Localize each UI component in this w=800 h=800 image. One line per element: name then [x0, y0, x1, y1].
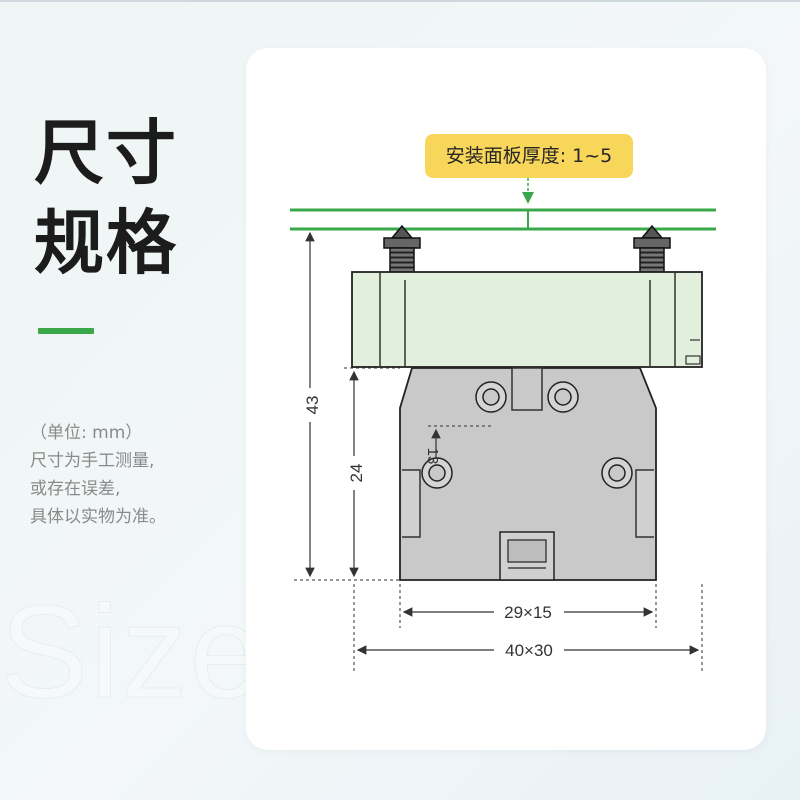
dim-label-24: 24	[347, 464, 366, 483]
disclaimer-line-1: 尺寸为手工测量,	[30, 451, 155, 471]
unit-note: （单位: mm）	[30, 423, 143, 443]
size-watermark: Size	[0, 578, 265, 725]
page-title-line-2: 规格	[34, 202, 178, 284]
dim-label-43: 43	[303, 396, 322, 415]
extension-lines	[294, 367, 703, 672]
page-title-line-1: 尺寸	[34, 112, 178, 194]
dim-label-13: 13	[424, 448, 441, 465]
contact-block-body	[399, 367, 657, 581]
right-screw	[633, 224, 671, 273]
disclaimer-line-2: 或存在误差,	[30, 479, 121, 499]
top-divider-line	[0, 0, 800, 2]
accent-bar	[38, 328, 94, 334]
dim-label-40x30: 40×30	[505, 641, 553, 660]
disclaimer-line-3: 具体以实物为准。	[30, 507, 166, 527]
callout-arrow-icon	[522, 192, 534, 204]
dim-label-29x15: 29×15	[504, 603, 552, 622]
mounting-bracket	[351, 271, 703, 368]
left-screw	[383, 224, 421, 273]
panel-thickness-callout: 安装面板厚度: 1~5	[425, 134, 633, 178]
